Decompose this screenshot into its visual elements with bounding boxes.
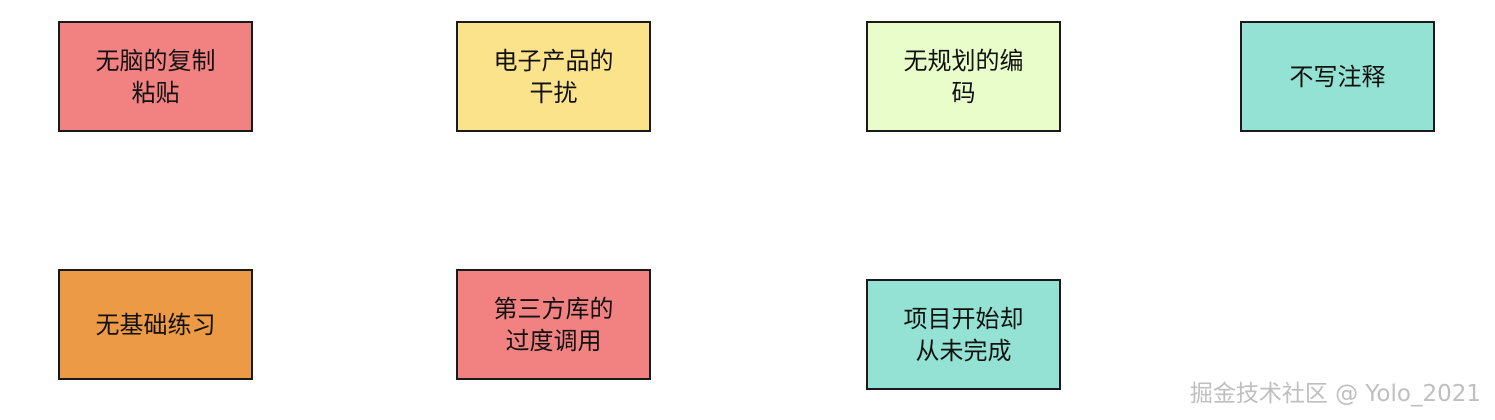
node-electronics: 电子产品的 干扰	[456, 21, 651, 132]
node-unplanned-coding: 无规划的编 码	[866, 21, 1061, 132]
node-label: 不写注释	[1289, 62, 1386, 91]
node-label: 无脑的复制 粘贴	[95, 46, 216, 107]
node-no-comments: 不写注释	[1240, 21, 1435, 132]
node-unfinished: 项目开始却 从未完成	[866, 279, 1061, 390]
node-label: 项目开始却 从未完成	[903, 304, 1024, 365]
node-label: 电子产品的 干扰	[493, 46, 614, 107]
node-label: 无规划的编 码	[903, 46, 1024, 107]
node-third-party: 第三方库的 过度调用	[456, 269, 651, 380]
node-label: 第三方库的 过度调用	[493, 294, 614, 355]
node-no-basics: 无基础练习	[58, 269, 253, 380]
node-label: 无基础练习	[95, 310, 216, 339]
watermark: 掘金技术社区 @ Yolo_2021	[1189, 381, 1481, 407]
node-copy-paste: 无脑的复制 粘贴	[58, 21, 253, 132]
